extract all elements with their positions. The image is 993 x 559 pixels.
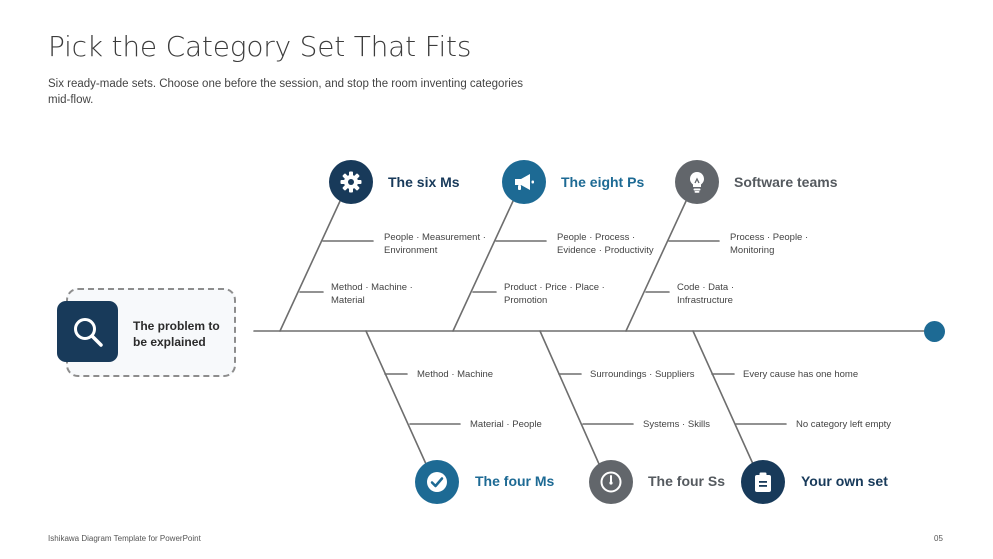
category-circle-four-ms [415, 460, 459, 504]
category-label-four-ms: The four Ms [475, 473, 555, 489]
problem-label-line2: be explained [133, 335, 206, 349]
cause-label: Material · People [470, 419, 542, 430]
category-circle-four-ss [589, 460, 633, 504]
category-label-software-teams: Software teams [734, 174, 838, 190]
bone-bottom-1 [365, 330, 427, 465]
megaphone-icon [515, 174, 534, 190]
lightbulb-icon [690, 172, 704, 193]
cause-label: Systems · Skills [643, 419, 711, 430]
cause-label: No category left empty [796, 419, 892, 430]
page-number: 05 [934, 534, 943, 543]
category-circle-six-ms [329, 160, 373, 204]
cause-label: Method · Machine · Material [331, 282, 413, 306]
cause-label: Product · Price · Place · Promotion [504, 282, 605, 306]
cause-label: People · Measurement · Environment [384, 232, 486, 256]
footer-text: Ishikawa Diagram Template for PowerPoint [48, 534, 201, 543]
category-circle-your-own-set [741, 460, 785, 504]
cause-label: Every cause has one home [743, 369, 859, 380]
category-circle-eight-ps [502, 160, 546, 204]
category-circle-software-teams [675, 160, 719, 204]
bone-top-1 [279, 198, 342, 332]
problem-label: The problem to be explained [133, 318, 231, 350]
category-label-your-own-set: Your own set [801, 473, 888, 489]
spine-end-dot [924, 321, 945, 342]
category-label-four-ss: The four Ss [648, 473, 726, 489]
cause-label: People · Process · Evidence · Productivi… [557, 232, 654, 256]
category-label-six-ms: The six Ms [388, 174, 460, 190]
checkmark-icon [427, 472, 447, 492]
bone-bottom-3 [692, 330, 754, 465]
gear-icon [340, 171, 362, 193]
compass-icon [600, 471, 622, 493]
cause-label: Method · Machine [417, 369, 494, 380]
problem-label-line1: The problem to [133, 319, 220, 333]
cause-label: Surroundings · Suppliers [590, 369, 695, 380]
slide-subtitle: Six ready-made sets. Choose one before t… [48, 78, 523, 106]
problem-icon-tile [57, 301, 118, 362]
clipboard-icon [755, 472, 771, 492]
slide-title: Pick the Category Set That Fits [48, 30, 472, 63]
cause-label: Process · People · Monitoring [730, 232, 809, 256]
bone-bottom-2 [539, 330, 600, 465]
category-label-eight-ps: The eight Ps [561, 174, 645, 190]
cause-label: Code · Data · Infrastructure [677, 282, 735, 306]
bone-top-3 [625, 198, 688, 332]
magnifier-icon [74, 318, 103, 347]
bone-top-2 [452, 198, 515, 332]
